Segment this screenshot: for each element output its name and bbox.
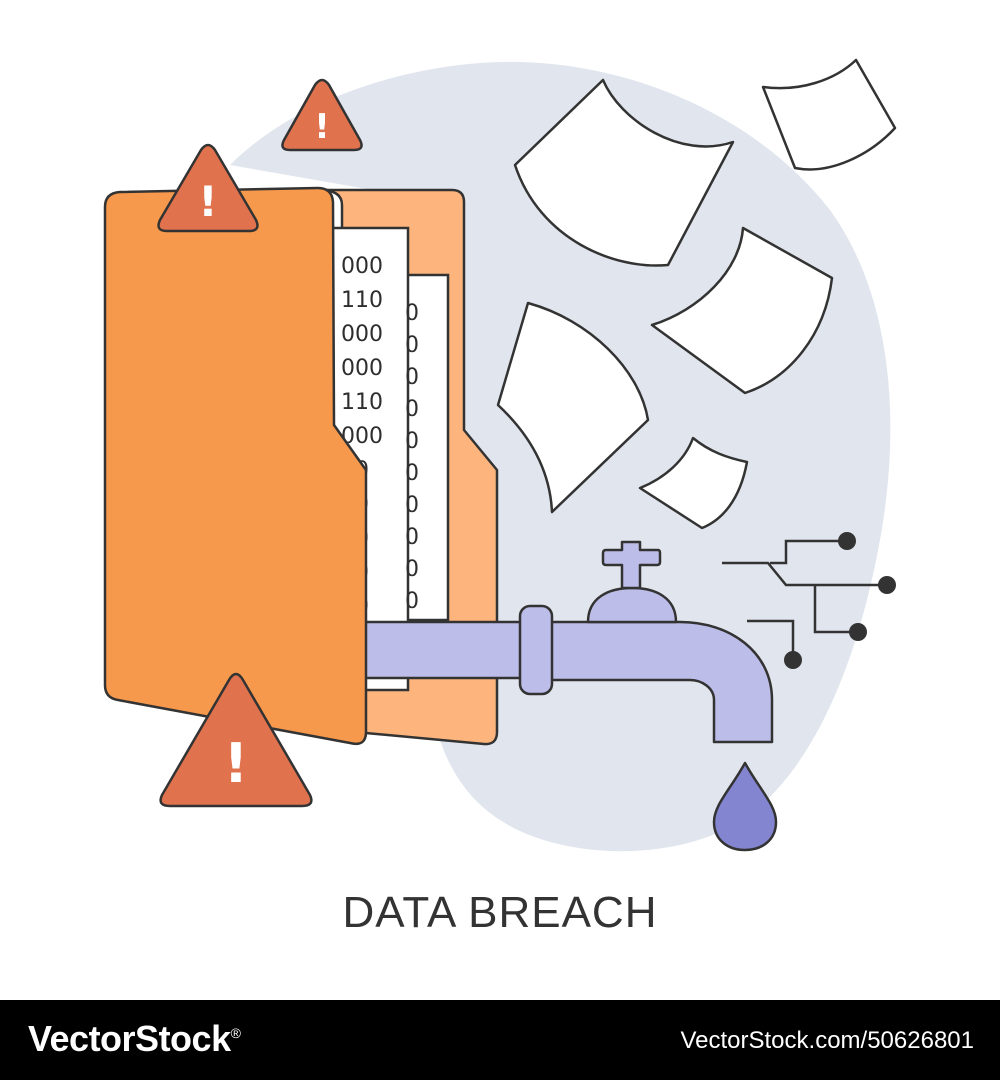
warning-mark: ! — [224, 732, 249, 795]
warning-triangle-small — [281, 78, 363, 152]
paper-sheet-icon — [496, 58, 897, 530]
warning-triangle-medium — [157, 143, 259, 233]
binary-row: 0 — [405, 525, 419, 550]
registered-mark: ® — [230, 1025, 241, 1041]
binary-row: 000 — [341, 356, 383, 381]
binary-row: 0 — [405, 461, 419, 486]
faucet-icon — [343, 540, 774, 744]
binary-row: 0 — [405, 493, 419, 518]
binary-row: 0 — [405, 397, 419, 422]
warning-triangle-large — [159, 672, 313, 808]
warning-mark: ! — [314, 107, 330, 147]
folder-icon — [103, 186, 368, 746]
warning-mark: ! — [198, 177, 217, 226]
image-url: VectorStock.com/50626801 — [680, 1027, 974, 1054]
brand-logo: VectorStock® — [28, 1018, 241, 1060]
binary-row: 0 — [405, 365, 419, 390]
circuit-lines-icon — [722, 532, 896, 669]
binary-row: 0 — [405, 557, 419, 582]
paper-sheet-1 — [513, 78, 735, 267]
binary-row: 110 — [341, 288, 383, 313]
paper-sheet-2 — [761, 58, 897, 171]
paper-sheet-5 — [638, 436, 749, 530]
watermark-footer: VectorStock® VectorStock.com/50626801 — [0, 1000, 1000, 1080]
binary-row: 000 — [341, 322, 383, 347]
brand-name: VectorStock — [28, 1018, 231, 1059]
binary-row: 0 — [405, 429, 419, 454]
water-drop-icon — [712, 761, 778, 852]
warning-triangle-icon: ! ! ! — [157, 78, 363, 808]
binary-row: 000 — [341, 254, 383, 279]
faucet-handle — [601, 540, 662, 590]
binary-row: 0 — [405, 589, 419, 614]
pipe — [343, 620, 525, 680]
binary-row: 0 — [405, 333, 419, 358]
paper-sheet-3 — [650, 226, 834, 395]
faucet-spout — [548, 620, 774, 744]
caption-title: DATA BREACH — [342, 888, 658, 937]
binary-row: 0 — [405, 301, 419, 326]
pipe-coupling — [518, 604, 554, 696]
paper-sheet-4 — [496, 301, 650, 514]
binary-row: 110 — [341, 390, 383, 415]
